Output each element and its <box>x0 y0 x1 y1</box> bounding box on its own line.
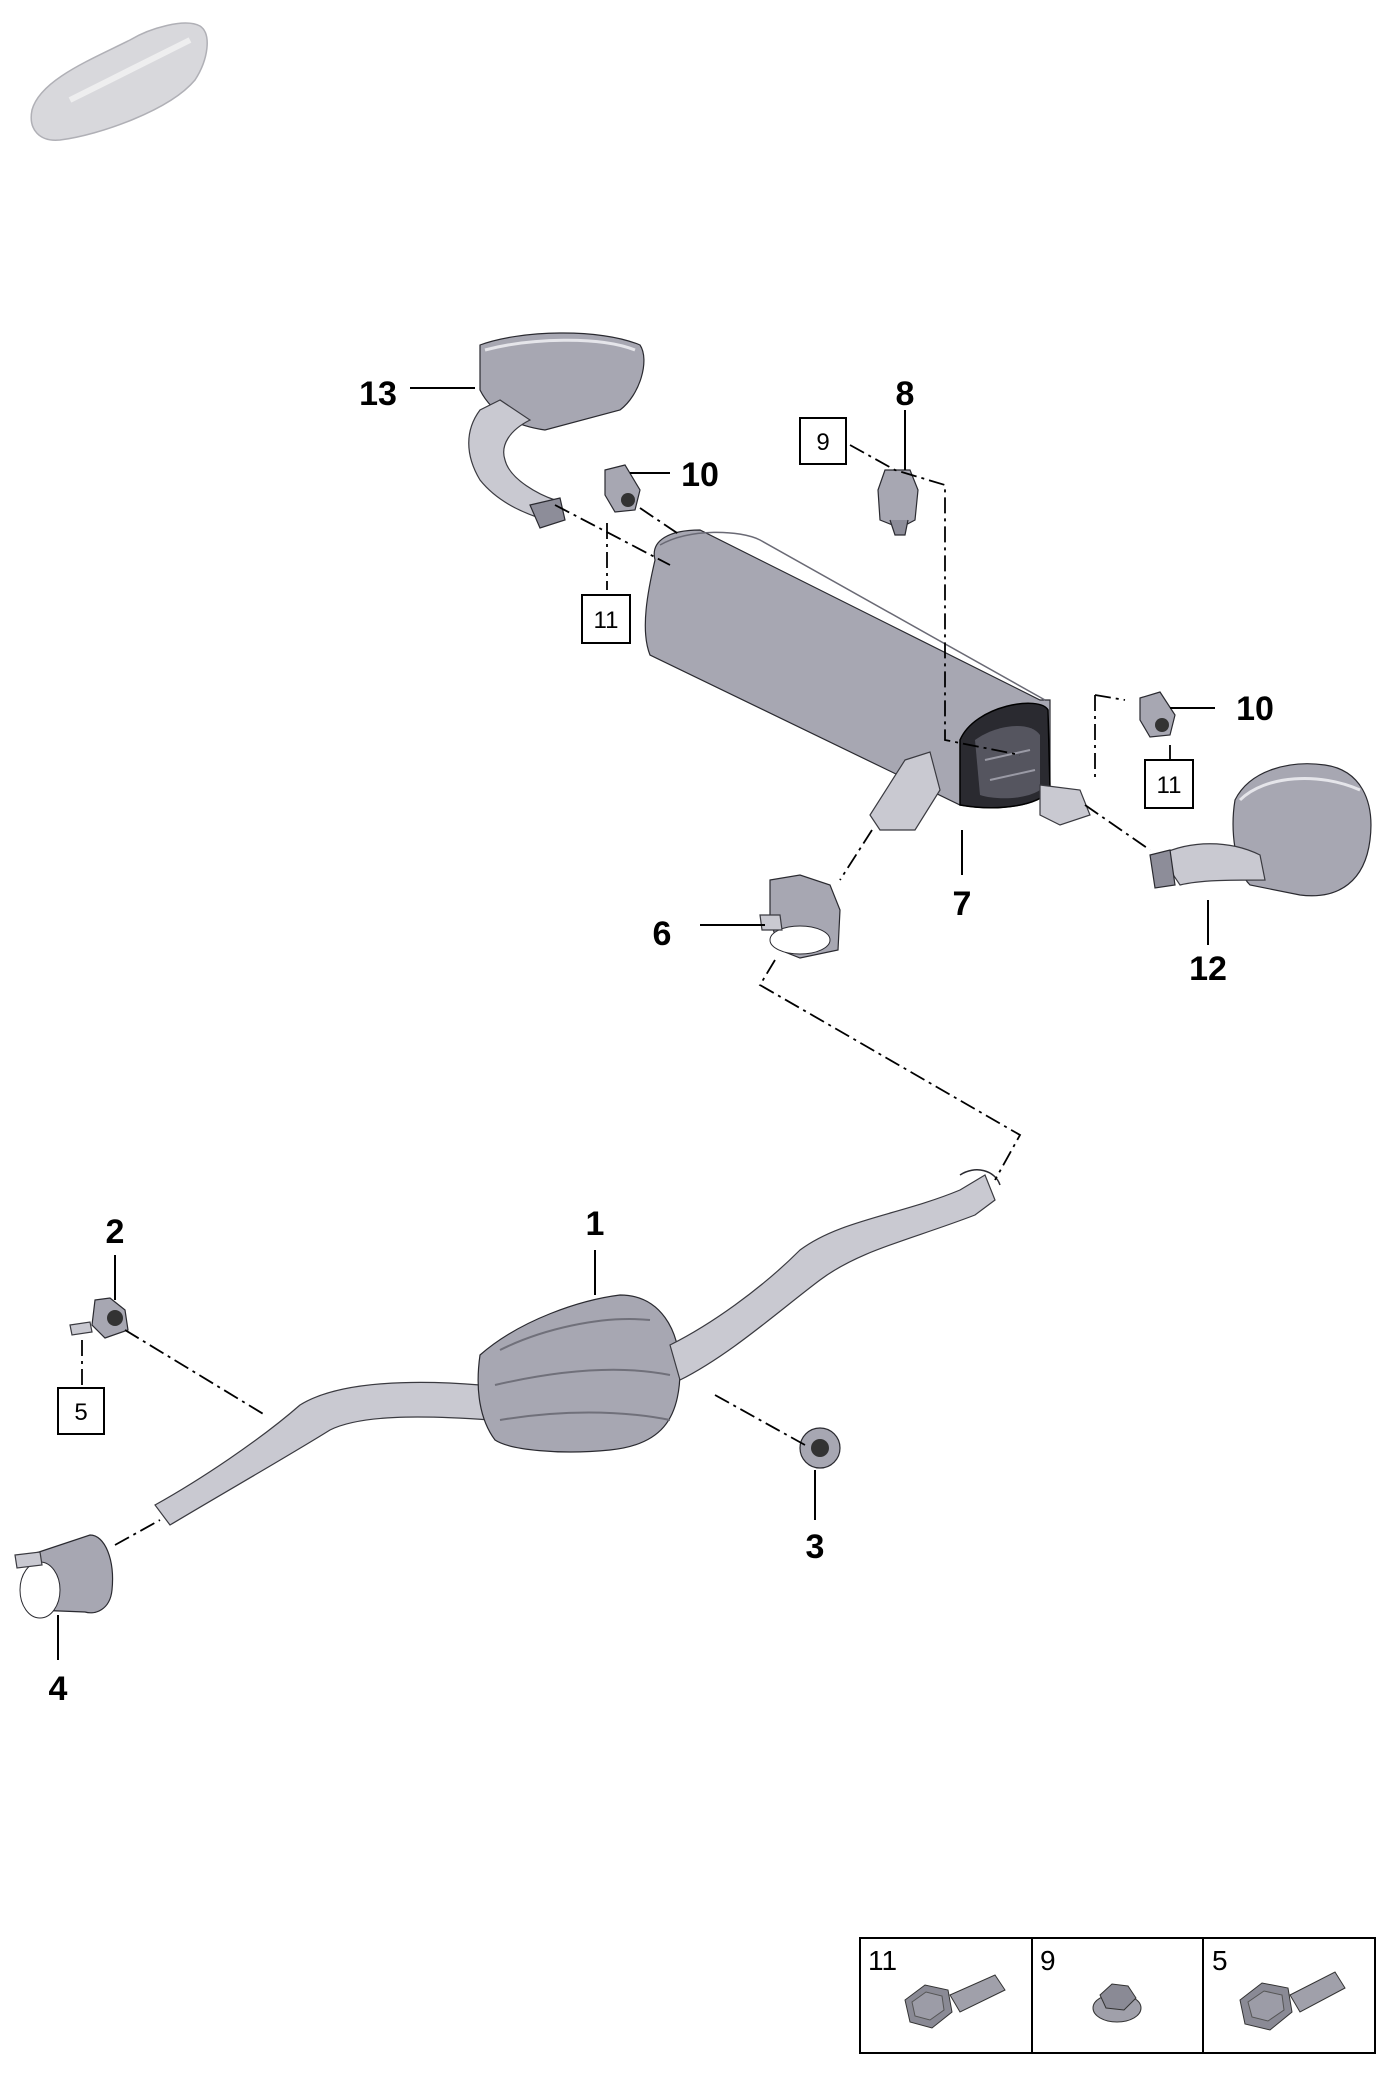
legend-cell-11-label: 11 <box>868 1945 897 1976</box>
legend-cell-9: 9 <box>1040 1945 1142 2023</box>
ref-box-11-right-label: 11 <box>1157 772 1182 799</box>
callout-labels: 1 2 3 4 6 7 8 10 10 12 13 <box>49 375 1274 1708</box>
hex-flange-nut-icon <box>1092 1983 1142 2023</box>
hex-flange-bolt-icon <box>904 1974 1006 2029</box>
ref-box-9: 9 <box>799 417 847 465</box>
ref-box-11-left: 11 <box>581 594 631 644</box>
rear-silencer-part <box>644 529 1091 831</box>
callout-2: 2 <box>106 1213 125 1251</box>
leader-lines <box>57 387 1215 1660</box>
callout-12: 12 <box>1189 950 1227 988</box>
vehicle-thumbnail-icon <box>30 22 208 141</box>
ref-box-11-right: 11 <box>1144 759 1194 809</box>
legend-cell-9-label: 9 <box>1040 1945 1056 1976</box>
hex-flange-bolt-icon <box>1239 1971 1346 2031</box>
ref-box-11-left-label: 11 <box>594 607 619 634</box>
exhaust-sensor-part <box>877 469 919 536</box>
legend-cell-5: 5 <box>1212 1945 1346 2031</box>
callout-10-upper-left: 10 <box>681 456 719 494</box>
front-silencer-part <box>154 1169 1001 1526</box>
hanger-front-part <box>69 1297 129 1339</box>
callout-10-right: 10 <box>1236 690 1274 728</box>
legend-cell-11: 11 <box>868 1945 1006 2029</box>
tailpipe-trim-part <box>14 1534 114 1619</box>
callout-3: 3 <box>806 1528 825 1566</box>
hanger-upper-right-part <box>1139 691 1176 738</box>
tailpipe-left-part <box>468 332 645 529</box>
fastener-legend: 11 9 5 <box>859 1937 1376 2054</box>
hanger-upper-left-part <box>604 464 641 513</box>
callout-1: 1 <box>586 1205 605 1243</box>
callout-13: 13 <box>359 375 397 413</box>
callout-7: 7 <box>953 885 972 923</box>
tailpipe-right-part <box>1149 763 1372 897</box>
callout-4: 4 <box>49 1670 68 1708</box>
hanger-rear-part <box>799 1427 841 1469</box>
ref-box-5: 5 <box>57 1387 105 1435</box>
legend-cell-5-label: 5 <box>1212 1945 1228 1976</box>
exhaust-clamp-part <box>759 874 841 959</box>
callout-6: 6 <box>653 915 672 953</box>
ref-box-9-label: 9 <box>816 429 829 456</box>
ref-box-5-label: 5 <box>74 1399 87 1426</box>
callout-8: 8 <box>896 375 915 413</box>
assembly-lines <box>81 444 1171 1546</box>
